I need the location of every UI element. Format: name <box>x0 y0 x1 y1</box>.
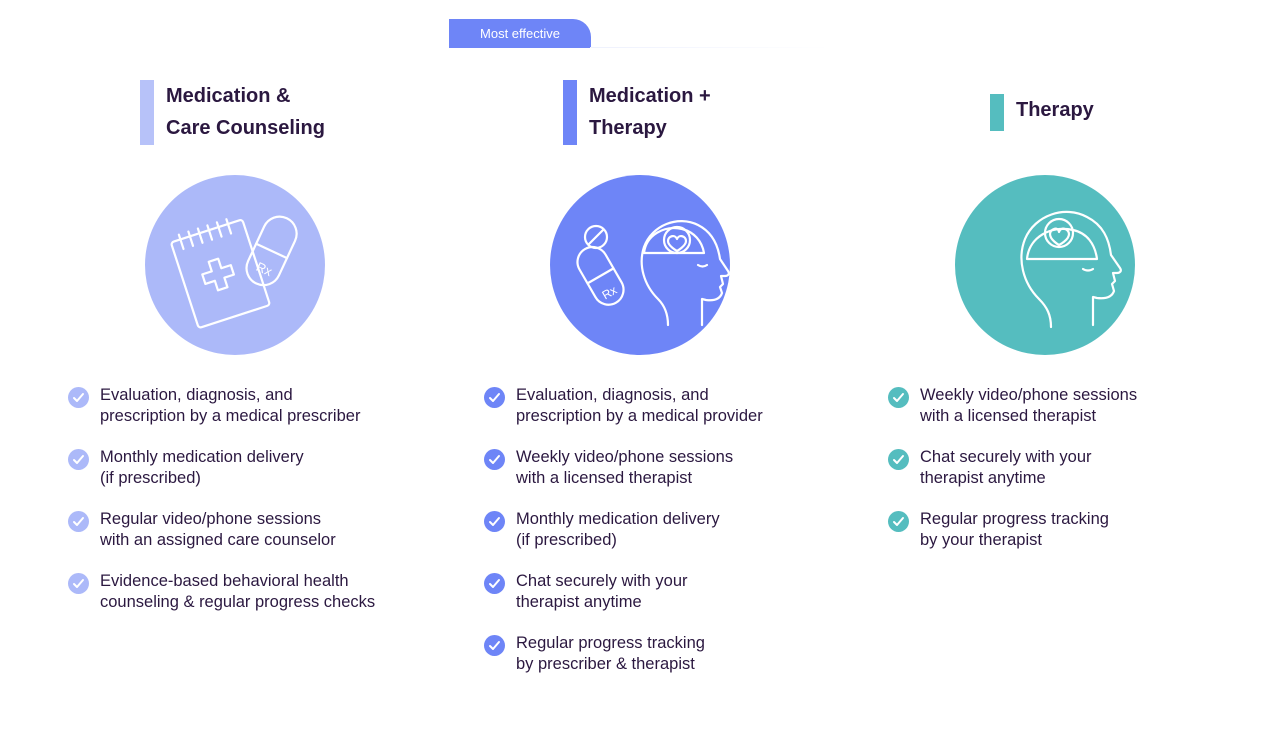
check-icon <box>484 573 505 594</box>
check-icon <box>888 449 909 470</box>
check-icon <box>68 387 89 408</box>
plan-heading: Medication + Therapy <box>563 80 789 145</box>
plan-heading: Medication & Care Counseling <box>140 80 366 145</box>
accent-bar <box>990 94 1004 131</box>
plan-illustration <box>955 175 1135 355</box>
prescription-pad-capsule-icon: Rx <box>170 215 298 329</box>
check-icon <box>888 387 909 408</box>
check-icon <box>888 511 909 532</box>
head-heart-icon <box>1020 210 1122 329</box>
accent-bar <box>140 80 154 145</box>
check-icon <box>484 387 505 408</box>
plan-heading: Therapy <box>990 94 1216 131</box>
feature-text: Monthly medication delivery(if prescribe… <box>516 510 720 549</box>
check-icon <box>68 573 89 594</box>
badge-divider <box>590 47 830 48</box>
check-icon <box>68 511 89 532</box>
plan-title: Medication & Care Counseling <box>166 85 325 139</box>
accent-bar <box>563 80 577 145</box>
plan-title: Medication + Therapy <box>589 85 711 139</box>
svg-text:Rx: Rx <box>254 259 275 280</box>
list-item: Monthly medication delivery(if prescribe… <box>68 447 375 489</box>
check-icon <box>68 449 89 470</box>
capsule-head-heart-icon: Rx <box>576 220 730 327</box>
plan-medication-therapy: Medication + Therapy Rx Evaluation, diag… <box>476 0 866 730</box>
check-icon <box>484 635 505 656</box>
most-effective-badge: Most effective <box>449 19 591 48</box>
plan-illustration: Rx <box>145 175 325 355</box>
feature-text: Monthly medication delivery(if prescribe… <box>100 448 304 487</box>
list-item: Monthly medication delivery(if prescribe… <box>484 509 763 551</box>
check-icon <box>484 511 505 532</box>
plan-title: Therapy <box>1016 99 1094 121</box>
plan-illustration: Rx <box>550 175 730 355</box>
plan-medication-care-counseling: Medication & Care Counseling Rx <box>60 0 450 730</box>
check-icon <box>484 449 505 470</box>
svg-text:Rx: Rx <box>600 283 620 302</box>
